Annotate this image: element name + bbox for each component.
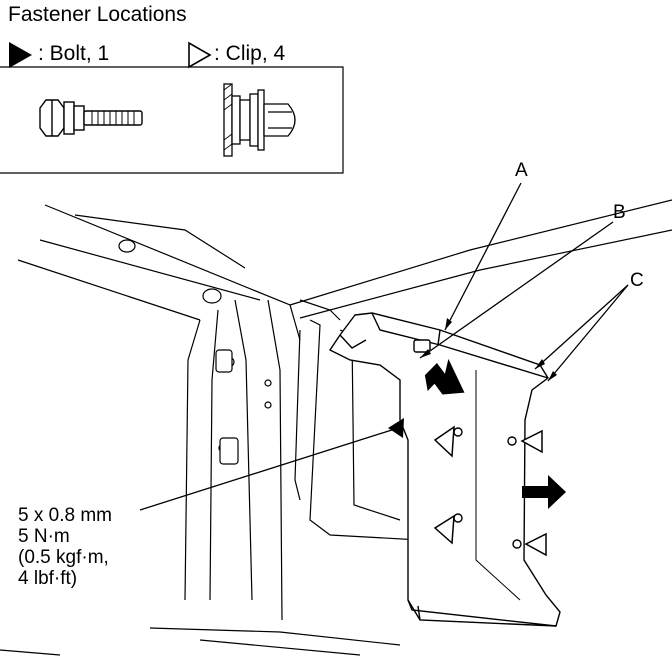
legend-box [0,66,344,174]
clip-legend-label: : Clip, 4 [214,42,286,65]
clip-illustration [223,83,296,157]
pillar-trim-panel [328,312,561,627]
bolt-legend-label: : Bolt, 1 [38,42,110,65]
torque-spec-size: 5 x 0.8 mm [18,505,112,526]
torque-spec-kgf: (0.5 kgf·m, [18,547,109,568]
removal-arrows [424,358,566,509]
vehicle-body-frame [0,199,672,656]
leader-lines [139,182,629,511]
clip-marker-icon [188,41,212,69]
leader-arrowheads [420,318,557,381]
callout-a: A [515,160,528,181]
torque-spec: 5 x 0.8 mm 5 N·m (0.5 kgf·m, 4 lbf·ft) [18,505,112,589]
clip-stems [453,427,522,549]
callout-b: B [613,202,626,223]
frame-holes [118,239,272,465]
bolt-marker-icon [9,42,32,68]
callout-c: C [630,270,644,291]
torque-spec-lbf: 4 lbf·ft) [18,568,78,589]
bolt-illustration [39,99,143,137]
torque-spec-nm: 5 N·m [18,526,70,547]
diagram-title: Fastener Locations [8,3,187,26]
clip-markers [433,425,547,557]
